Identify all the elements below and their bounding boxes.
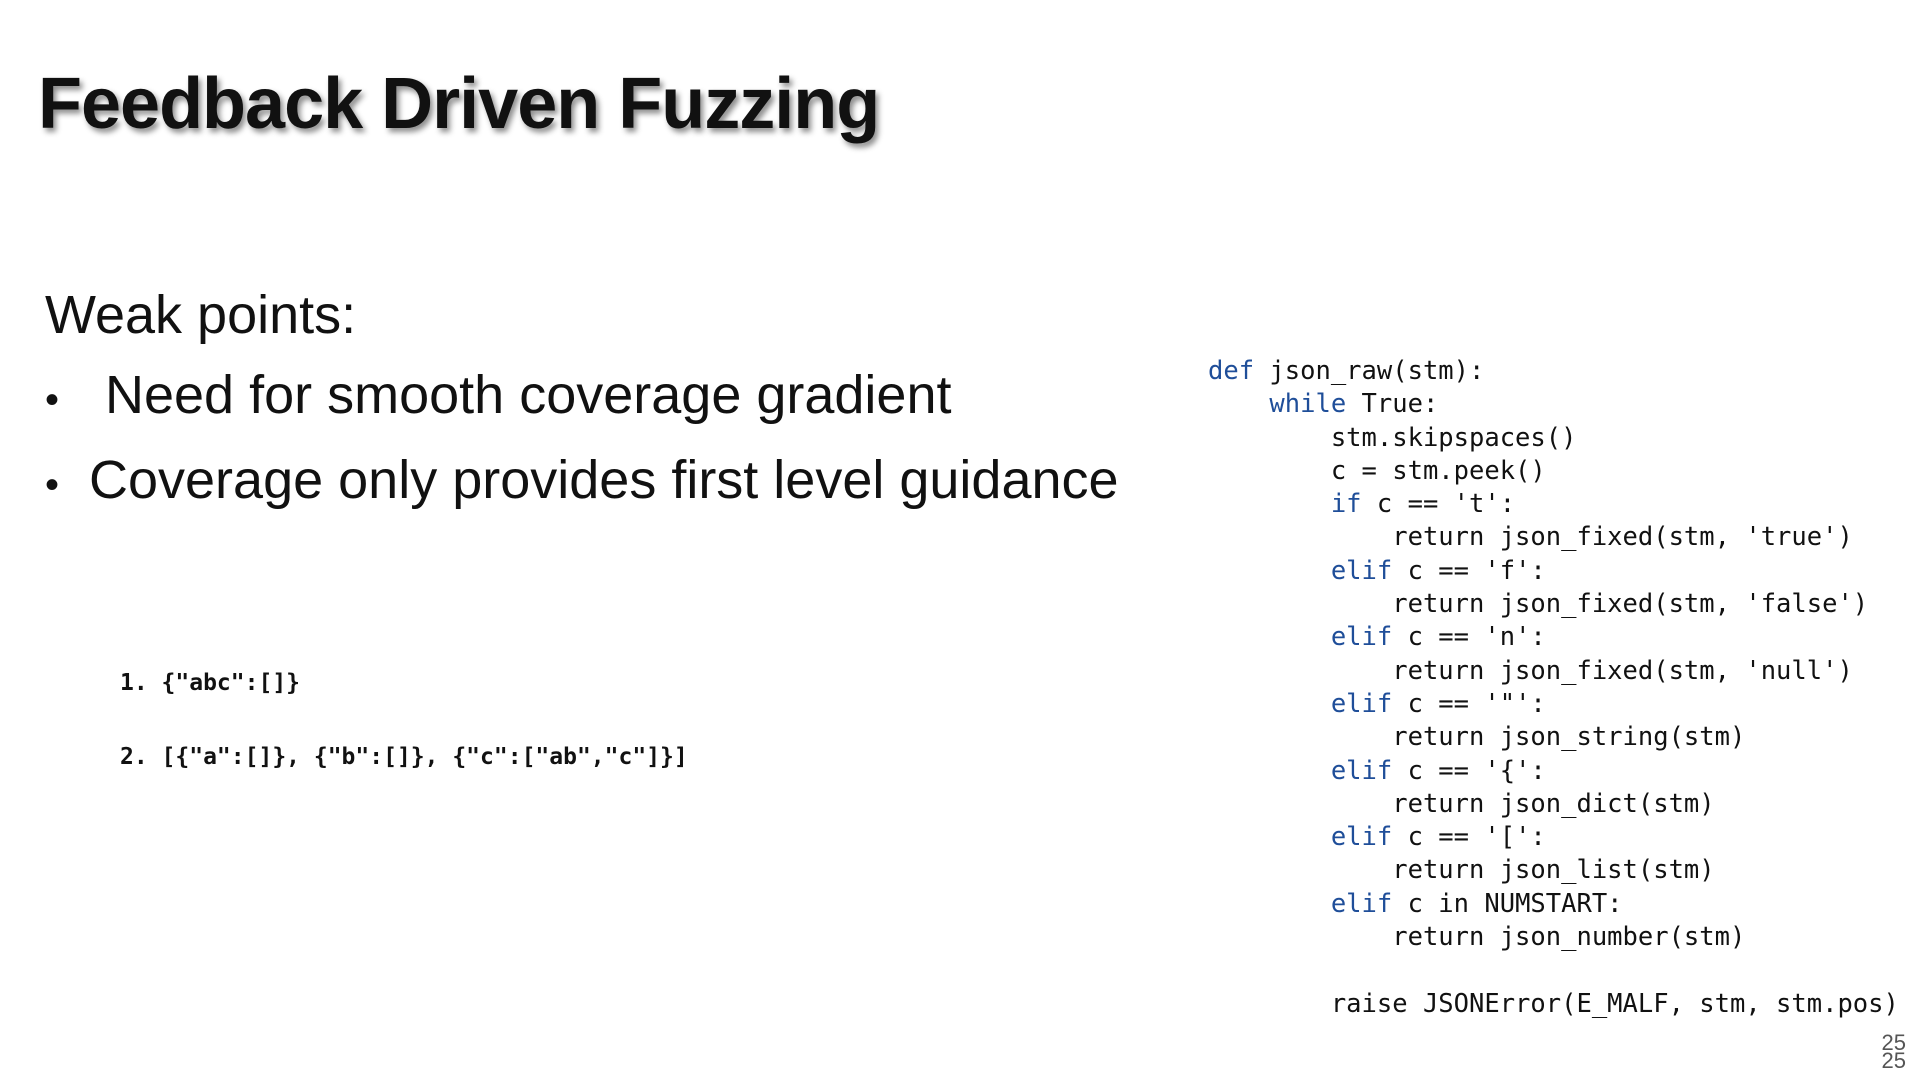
- code-text: raise JSONError(E_MALF, stm, stm.pos): [1330, 988, 1899, 1019]
- code-keyword: if: [1330, 489, 1362, 520]
- code-indent: [1208, 456, 1331, 486]
- bullet-dot-icon: •: [45, 378, 60, 422]
- code-indent: [1208, 722, 1392, 752]
- code-indent: [1208, 756, 1331, 786]
- code-line: while True:: [1208, 388, 1899, 421]
- page-number: 25 25: [1881, 1030, 1906, 1073]
- code-text: c == 'f':: [1392, 555, 1546, 586]
- code-indent: [1208, 789, 1392, 819]
- code-text: return json_fixed(stm, 'false'): [1392, 589, 1869, 620]
- code-text: return json_number(stm): [1392, 922, 1746, 953]
- bullet-item: • Coverage only provides first level gui…: [45, 445, 1165, 520]
- code-line: [1208, 954, 1899, 987]
- code-text: return json_fixed(stm, 'true'): [1392, 522, 1853, 553]
- code-indent: [1208, 855, 1392, 885]
- code-keyword: elif: [1330, 555, 1393, 586]
- code-keyword: elif: [1330, 888, 1393, 919]
- bullet-text: Need for smooth coverage gradient: [105, 365, 952, 425]
- code-line: return json_number(stm): [1208, 921, 1899, 954]
- page-number-shadow: 25: [1881, 1030, 1906, 1055]
- code-line: return json_string(stm): [1208, 721, 1899, 754]
- code-keyword: elif: [1330, 755, 1393, 786]
- code-text: return json_list(stm): [1392, 855, 1715, 886]
- code-line: def json_raw(stm):: [1208, 355, 1899, 388]
- bullet-item: • Need for smooth coverage gradient: [45, 360, 1165, 435]
- code-keyword: def: [1208, 356, 1255, 386]
- code-text: c = stm.peek(): [1330, 455, 1546, 486]
- json-example: 1. {"abc":[]}: [120, 670, 301, 696]
- code-text: return json_fixed(stm, 'null'): [1392, 655, 1853, 686]
- code-text: c == 't':: [1361, 489, 1516, 520]
- code-line: stm.skipspaces(): [1208, 422, 1899, 455]
- code-text: c == '"':: [1392, 688, 1546, 719]
- code-indent: [1208, 389, 1269, 419]
- code-indent: [1208, 689, 1331, 719]
- slide-title: Feedback Driven Fuzzing: [38, 64, 880, 144]
- code-line: elif c == '{':: [1208, 755, 1899, 788]
- code-line: return json_fixed(stm, 'null'): [1208, 655, 1899, 688]
- code-keyword: elif: [1330, 622, 1393, 653]
- code-text: c == '{':: [1392, 755, 1546, 786]
- code-line: elif c == '"':: [1208, 688, 1899, 721]
- code-indent: [1208, 622, 1331, 652]
- code-indent: [1208, 556, 1331, 586]
- code-line: return json_fixed(stm, 'false'): [1208, 588, 1899, 621]
- code-indent: [1208, 423, 1331, 453]
- code-line: elif c == 'f':: [1208, 555, 1899, 588]
- bullet-text: Coverage only provides first level guida…: [89, 450, 1119, 510]
- json-example: 2. [{"a":[]}, {"b":[]}, {"c":["ab","c"]}…: [120, 744, 688, 770]
- code-text: return json_dict(stm): [1392, 788, 1715, 819]
- code-text: return json_string(stm): [1392, 722, 1746, 753]
- code-indent: [1208, 889, 1331, 919]
- weak-points-section: Weak points: • Need for smooth coverage …: [45, 280, 1165, 530]
- code-text: stm.skipspaces(): [1330, 422, 1577, 453]
- code-line: elif c == 'n':: [1208, 621, 1899, 654]
- code-text: True:: [1346, 389, 1439, 420]
- code-line: raise JSONError(E_MALF, stm, stm.pos): [1208, 988, 1899, 1021]
- code-indent: [1208, 589, 1392, 619]
- code-indent: [1208, 989, 1331, 1019]
- code-line: return json_dict(stm): [1208, 788, 1899, 821]
- code-indent: [1208, 656, 1392, 686]
- page-number-value: 25: [1881, 1048, 1906, 1073]
- code-line: return json_fixed(stm, 'true'): [1208, 521, 1899, 554]
- code-indent: [1208, 922, 1392, 952]
- code-block: def json_raw(stm): while True: stm.skips…: [1208, 355, 1899, 1021]
- code-keyword: elif: [1330, 688, 1393, 719]
- code-line: elif c == '[':: [1208, 821, 1899, 854]
- json-examples: 1. {"abc":[]} 2. [{"a":[]}, {"b":[]}, {"…: [120, 668, 688, 816]
- weak-points-heading: Weak points:: [45, 285, 357, 345]
- code-indent: [1208, 822, 1331, 852]
- bullet-dot-icon: •: [45, 463, 60, 507]
- code-text: json_raw(stm):: [1254, 356, 1485, 386]
- code-indent: [1208, 522, 1392, 552]
- code-indent: [1208, 489, 1331, 519]
- code-text: c == 'n':: [1392, 622, 1546, 653]
- code-line: if c == 't':: [1208, 488, 1899, 521]
- code-text: c in NUMSTART:: [1392, 888, 1623, 919]
- code-line: return json_list(stm): [1208, 854, 1899, 887]
- code-line: elif c in NUMSTART:: [1208, 888, 1899, 921]
- code-text: c == '[':: [1392, 822, 1546, 853]
- code-line: c = stm.peek(): [1208, 455, 1899, 488]
- code-keyword: elif: [1330, 822, 1393, 853]
- code-keyword: while: [1269, 389, 1347, 420]
